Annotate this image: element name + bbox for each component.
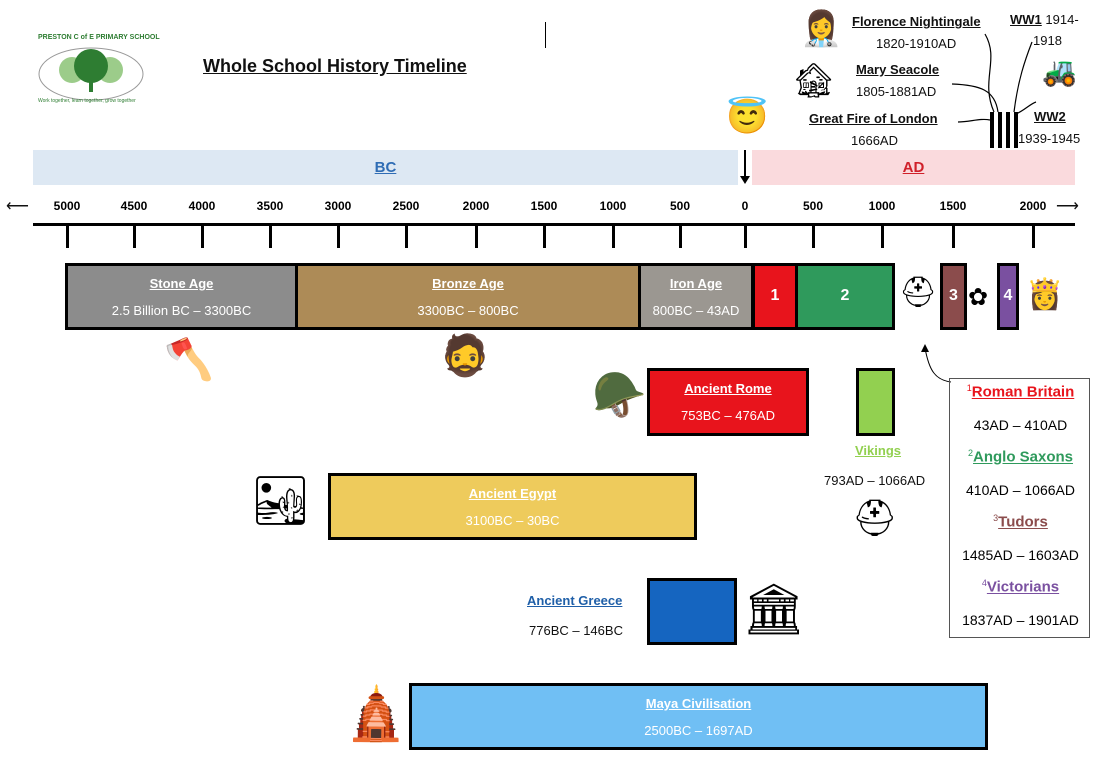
event-markers — [951, 33, 1037, 148]
sphinx-pyramid-icon: 🏜 — [250, 475, 311, 528]
axis-label: 4500 — [120, 199, 148, 213]
legend-item-name: 2Anglo Saxons — [967, 448, 1074, 466]
axis-tick — [133, 224, 136, 248]
axis-label: 2000 — [1019, 199, 1047, 213]
axis-label: 2500 — [392, 199, 420, 213]
legend-item-dates: 1837AD – 1901AD — [962, 612, 1079, 628]
legend-item-name: 4Victorians — [981, 578, 1060, 596]
jesus-icon: 😇 — [726, 98, 769, 136]
axis-tick — [1032, 224, 1035, 248]
axis-tick — [881, 224, 884, 248]
right-arrow-icon: ⟶ — [1056, 198, 1079, 215]
axis-tick — [201, 224, 204, 248]
axis-tick — [66, 224, 69, 248]
legend-box: 1Roman Britain 43AD – 410AD 2Anglo Saxons 4… — [949, 378, 1090, 638]
nurse-icon: 👩‍⚕️ — [800, 10, 843, 48]
period-vikings[interactable] — [856, 368, 895, 436]
caveman-icon: 🧔 — [440, 334, 490, 378]
axis-label: 1500 — [939, 199, 967, 213]
axis-tick — [475, 224, 478, 248]
viking-icon: ⛑ — [852, 497, 898, 538]
queen-icon: 👸 — [1026, 278, 1064, 311]
axis-label: 3000 — [324, 199, 352, 213]
axis-tick — [952, 224, 955, 248]
axis-tick — [744, 224, 747, 248]
axis-tick — [543, 224, 546, 248]
legend-item-name: 3Tudors — [993, 513, 1048, 531]
burning-house-icon: 🏚 — [792, 62, 836, 100]
axis-label: 1000 — [868, 199, 896, 213]
year-zero-arrow — [744, 150, 746, 178]
legend-item-dates: 43AD – 410AD — [973, 417, 1068, 433]
ad-band: AD — [752, 150, 1075, 185]
axis-tick — [679, 224, 682, 248]
axis-label: 500 — [669, 199, 691, 213]
period-roman-britain[interactable]: 1 — [752, 263, 798, 330]
axis-tick — [269, 224, 272, 248]
axis-tick — [812, 224, 815, 248]
axis-label: 2000 — [462, 199, 490, 213]
viking-helmet-icon: ⛑ — [899, 276, 938, 309]
roman-soldier-icon: 🪖 — [592, 371, 647, 420]
period-victorians[interactable]: 4 — [997, 263, 1019, 330]
axis-tick — [405, 224, 408, 248]
legend-item-name: 1Roman Britain — [966, 383, 1075, 401]
axis-line — [33, 223, 1075, 226]
axis-label: 3500 — [256, 199, 284, 213]
stone-axe-icon: 🪓 — [164, 338, 214, 382]
period-anglo-saxons[interactable]: 2 — [795, 263, 895, 330]
legend-item-dates: 410AD – 1066AD — [966, 482, 1075, 498]
axis-tick — [337, 224, 340, 248]
period-tudors[interactable]: 3 — [940, 263, 967, 330]
axis-label: 500 — [802, 199, 824, 213]
left-arrow-icon: ⟵ — [6, 198, 29, 215]
axis-label: 1000 — [599, 199, 627, 213]
axis-label: 4000 — [188, 199, 216, 213]
axis-label: 0 — [741, 199, 749, 213]
divider — [545, 22, 546, 48]
axis-label: 5000 — [53, 199, 81, 213]
greek-temple-icon: 🏛 — [742, 581, 806, 637]
tudor-rose-icon: ✿ — [968, 284, 989, 311]
maya-pyramid-icon: 🛕 — [344, 685, 409, 743]
page-title: Whole School History Timeline — [203, 56, 467, 76]
tank-icon: 🚜 — [1042, 56, 1077, 87]
axis-tick — [612, 224, 615, 248]
legend-pointer — [921, 344, 952, 383]
axis-label: 1500 — [530, 199, 558, 213]
school-logo: PRESTON C of E PRIMARY SCHOOL Work toget… — [38, 34, 160, 104]
period-ancient-greece[interactable] — [647, 578, 737, 645]
legend-item-dates: 1485AD – 1603AD — [962, 547, 1079, 563]
bc-band: BC — [33, 150, 738, 185]
